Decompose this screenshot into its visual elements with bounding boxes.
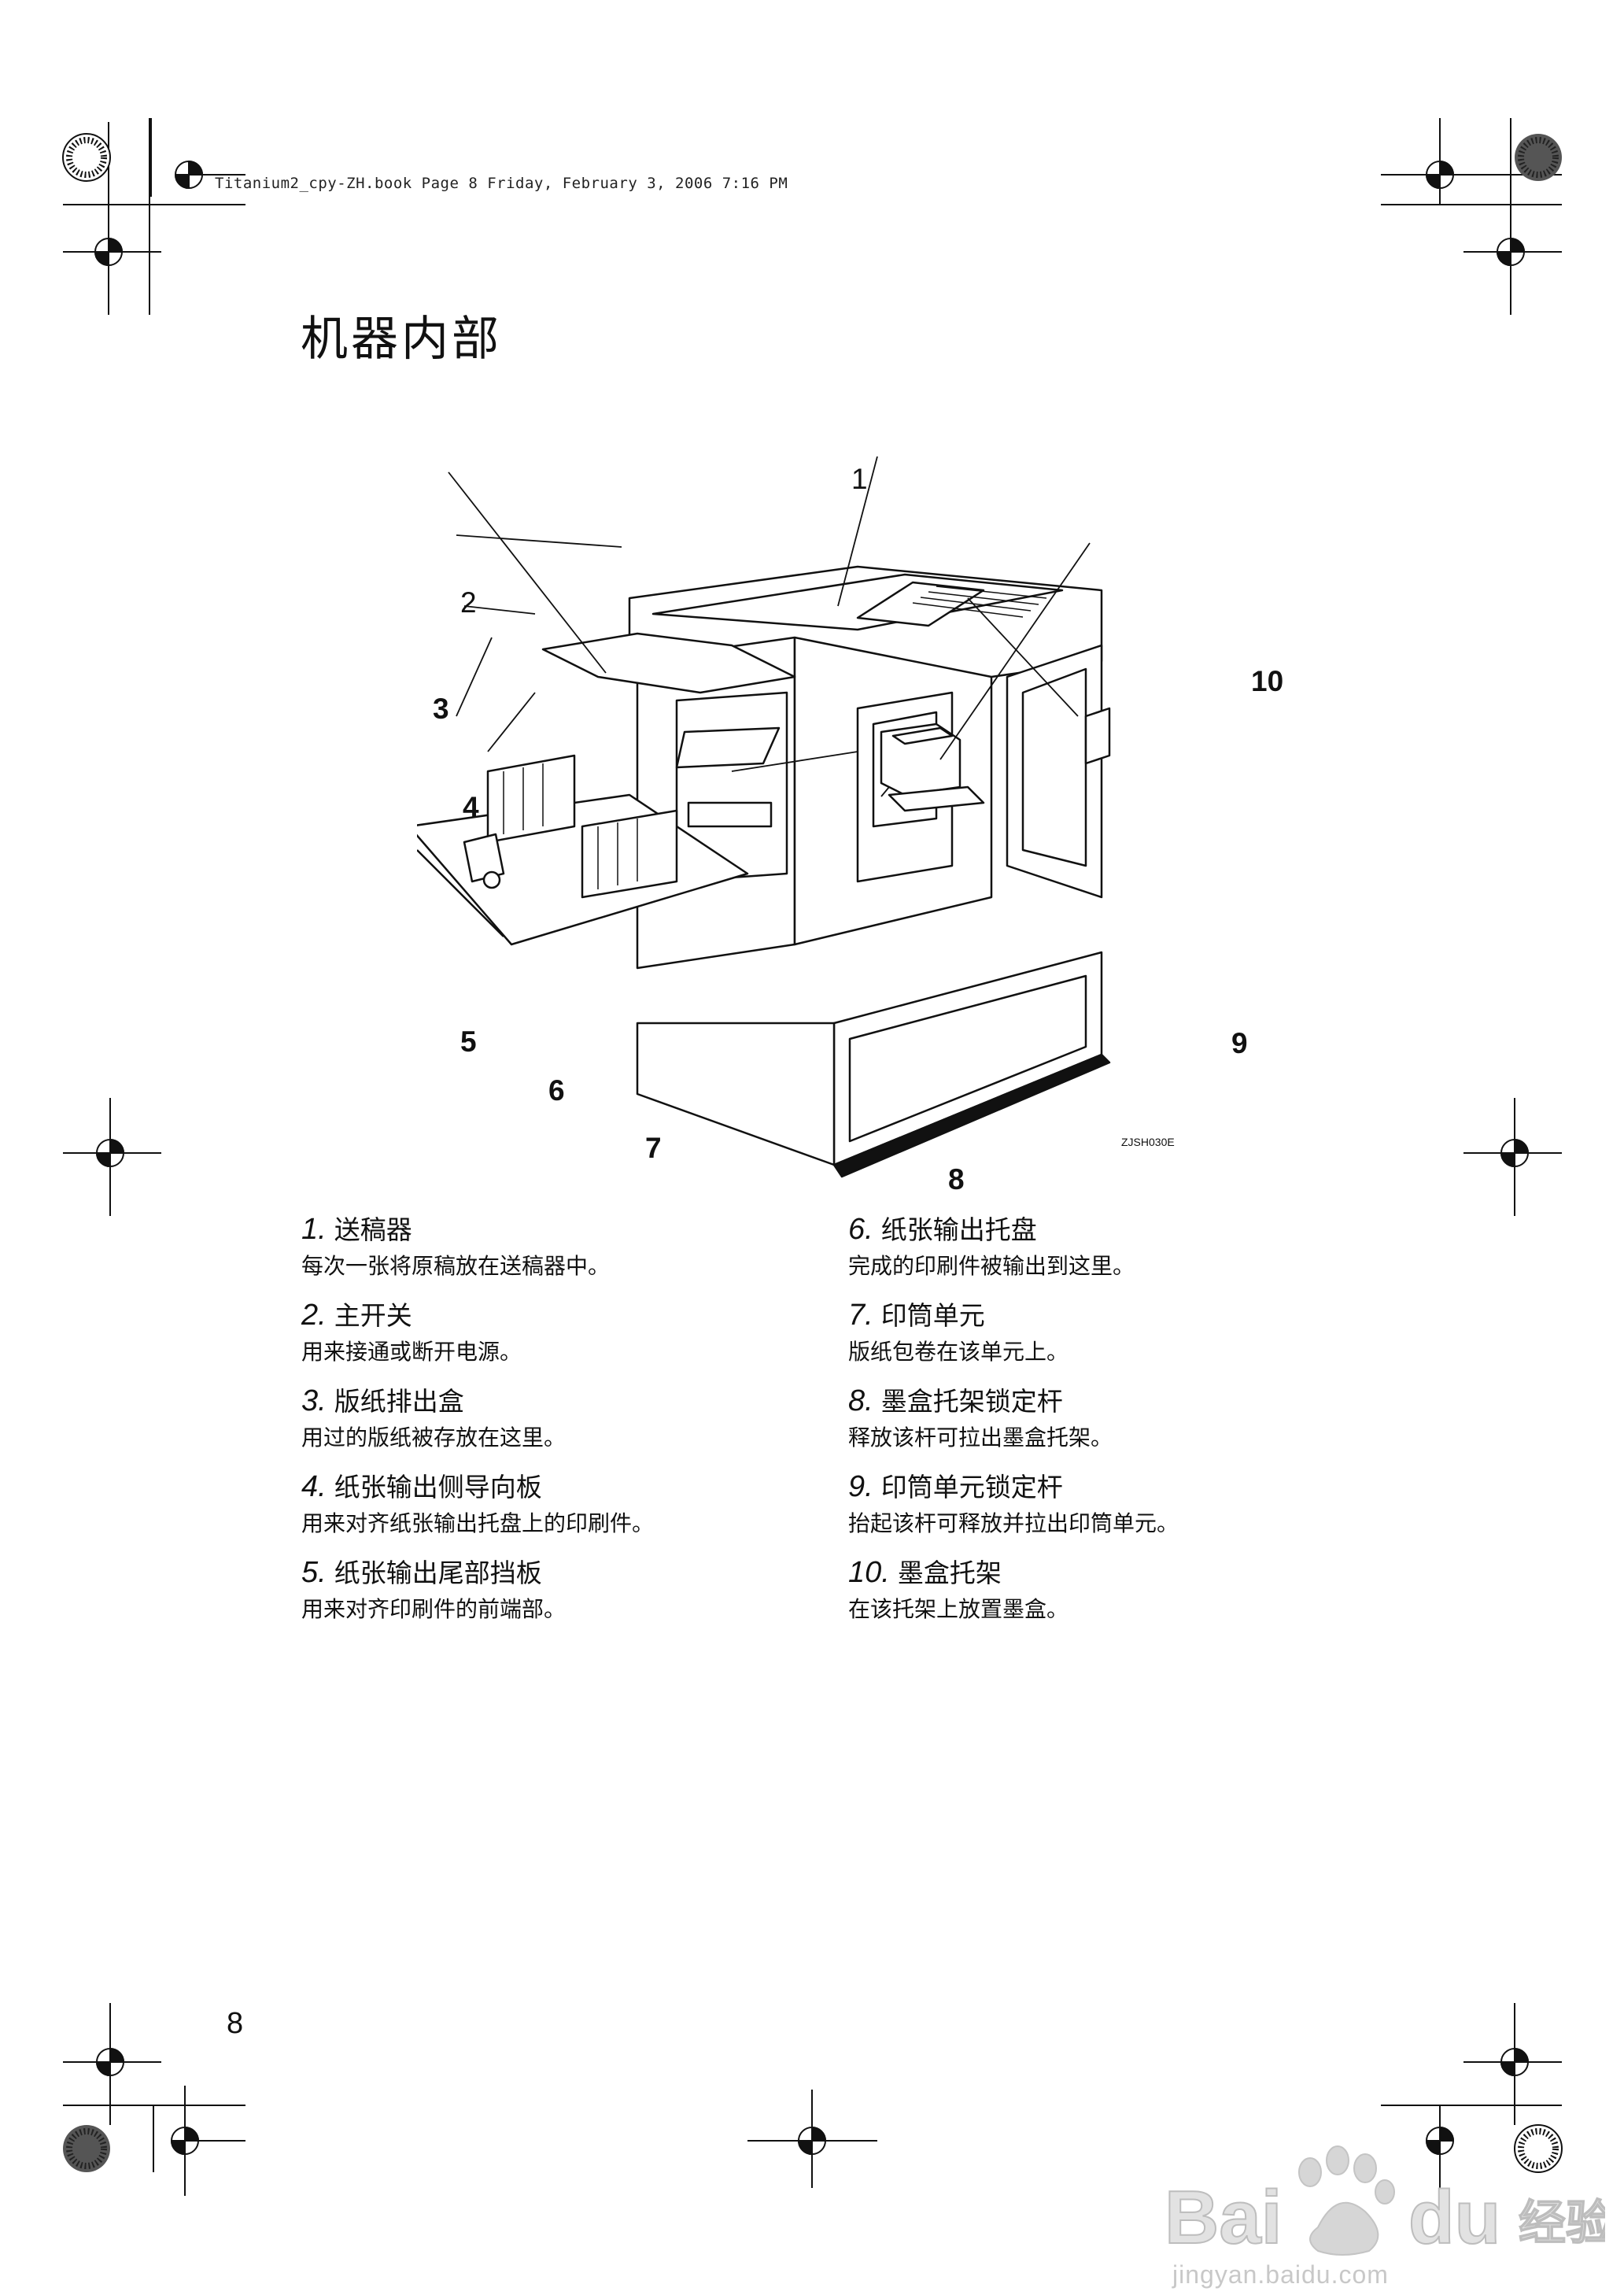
list-item: 5.纸张输出尾部挡板 用来对齐印刷件的前端部。	[301, 1555, 852, 1641]
svg-text:经验: 经验	[1519, 2196, 1605, 2251]
callout-6: 6	[548, 1074, 565, 1107]
item-title: 印筒单元锁定杆	[880, 1472, 1063, 1502]
figure-code: ZJSH030E	[1121, 1136, 1175, 1148]
item-title: 纸张输出托盘	[880, 1214, 1037, 1245]
list-item: 10.墨盒托架 在该托架上放置墨盒。	[848, 1555, 1399, 1641]
item-title: 墨盒托架锁定杆	[880, 1386, 1063, 1417]
callout-10: 10	[1251, 665, 1284, 697]
page-title: 机器内部	[301, 312, 502, 367]
item-number: 5.	[301, 1556, 327, 1589]
callout-3: 3	[433, 693, 449, 725]
item-number: 4.	[301, 1470, 327, 1503]
item-description: 释放该杆可拉出墨盒托架。	[848, 1425, 1113, 1451]
list-item: 6.纸张输出托盘 完成的印刷件被输出到这里。	[848, 1212, 1399, 1298]
item-description: 用过的版纸被存放在这里。	[301, 1425, 567, 1451]
list-item: 3.版纸排出盒 用过的版纸被存放在这里。	[301, 1384, 852, 1469]
list-item: 4.纸张输出侧导向板 用来对齐纸张输出托盘上的印刷件。	[301, 1469, 852, 1555]
callout-4: 4	[463, 791, 479, 823]
item-number: 8.	[848, 1384, 873, 1417]
item-description: 抬起该杆可释放并拉出印筒单元。	[848, 1510, 1179, 1536]
item-title: 纸张输出尾部挡板	[334, 1558, 542, 1588]
item-description: 用来对齐印刷件的前端部。	[301, 1596, 567, 1622]
list-item: 9.印筒单元锁定杆 抬起该杆可释放并拉出印筒单元。	[848, 1469, 1399, 1555]
item-number: 7.	[848, 1299, 873, 1332]
page-number: 8	[227, 2007, 244, 2040]
description-column-left: 1.送稿器 每次一张将原稿放在送稿器中。 2.主开关 用来接通或断开电源。 3.…	[301, 1212, 852, 1641]
machine-interior-illustration	[417, 456, 1111, 1178]
list-item: 1.送稿器 每次一张将原稿放在送稿器中。	[301, 1212, 852, 1298]
item-number: 10.	[848, 1556, 890, 1589]
description-column-right: 6.纸张输出托盘 完成的印刷件被输出到这里。 7.印筒单元 版纸包卷在该单元上。…	[848, 1212, 1399, 1641]
item-number: 2.	[301, 1299, 327, 1332]
item-description: 每次一张将原稿放在送稿器中。	[301, 1253, 611, 1279]
callout-7: 7	[645, 1132, 662, 1164]
item-title: 墨盒托架	[897, 1558, 1002, 1588]
baidu-watermark-logo: Bai du 经验	[1164, 2145, 1605, 2260]
item-description: 在该托架上放置墨盒。	[848, 1596, 1069, 1622]
item-title: 主开关	[334, 1300, 412, 1331]
item-title: 印筒单元	[880, 1300, 985, 1331]
item-description: 用来接通或断开电源。	[301, 1339, 522, 1365]
svg-text:Bai: Bai	[1164, 2175, 1282, 2260]
item-number: 1.	[301, 1213, 327, 1246]
item-number: 9.	[848, 1470, 873, 1503]
item-number: 6.	[848, 1213, 873, 1246]
item-title: 版纸排出盒	[334, 1386, 464, 1417]
watermark-url: jingyan.baidu.com	[1172, 2260, 1389, 2289]
callout-9: 9	[1231, 1027, 1248, 1059]
item-description: 版纸包卷在该单元上。	[848, 1339, 1069, 1365]
item-title: 送稿器	[334, 1214, 412, 1245]
item-number: 3.	[301, 1384, 327, 1417]
list-item: 7.印筒单元 版纸包卷在该单元上。	[848, 1298, 1399, 1384]
callout-2: 2	[460, 586, 477, 619]
callout-5: 5	[460, 1026, 477, 1058]
item-title: 纸张输出侧导向板	[334, 1472, 542, 1502]
book-info-header: Titanium2_cpy-ZH.book Page 8 Friday, Feb…	[215, 175, 788, 192]
callout-1: 1	[851, 463, 868, 495]
item-description: 完成的印刷件被输出到这里。	[848, 1253, 1135, 1279]
list-item: 8.墨盒托架锁定杆 释放该杆可拉出墨盒托架。	[848, 1384, 1399, 1469]
svg-text:du: du	[1408, 2175, 1500, 2260]
callout-8: 8	[948, 1163, 965, 1196]
item-description: 用来对齐纸张输出托盘上的印刷件。	[301, 1510, 655, 1536]
list-item: 2.主开关 用来接通或断开电源。	[301, 1298, 852, 1384]
